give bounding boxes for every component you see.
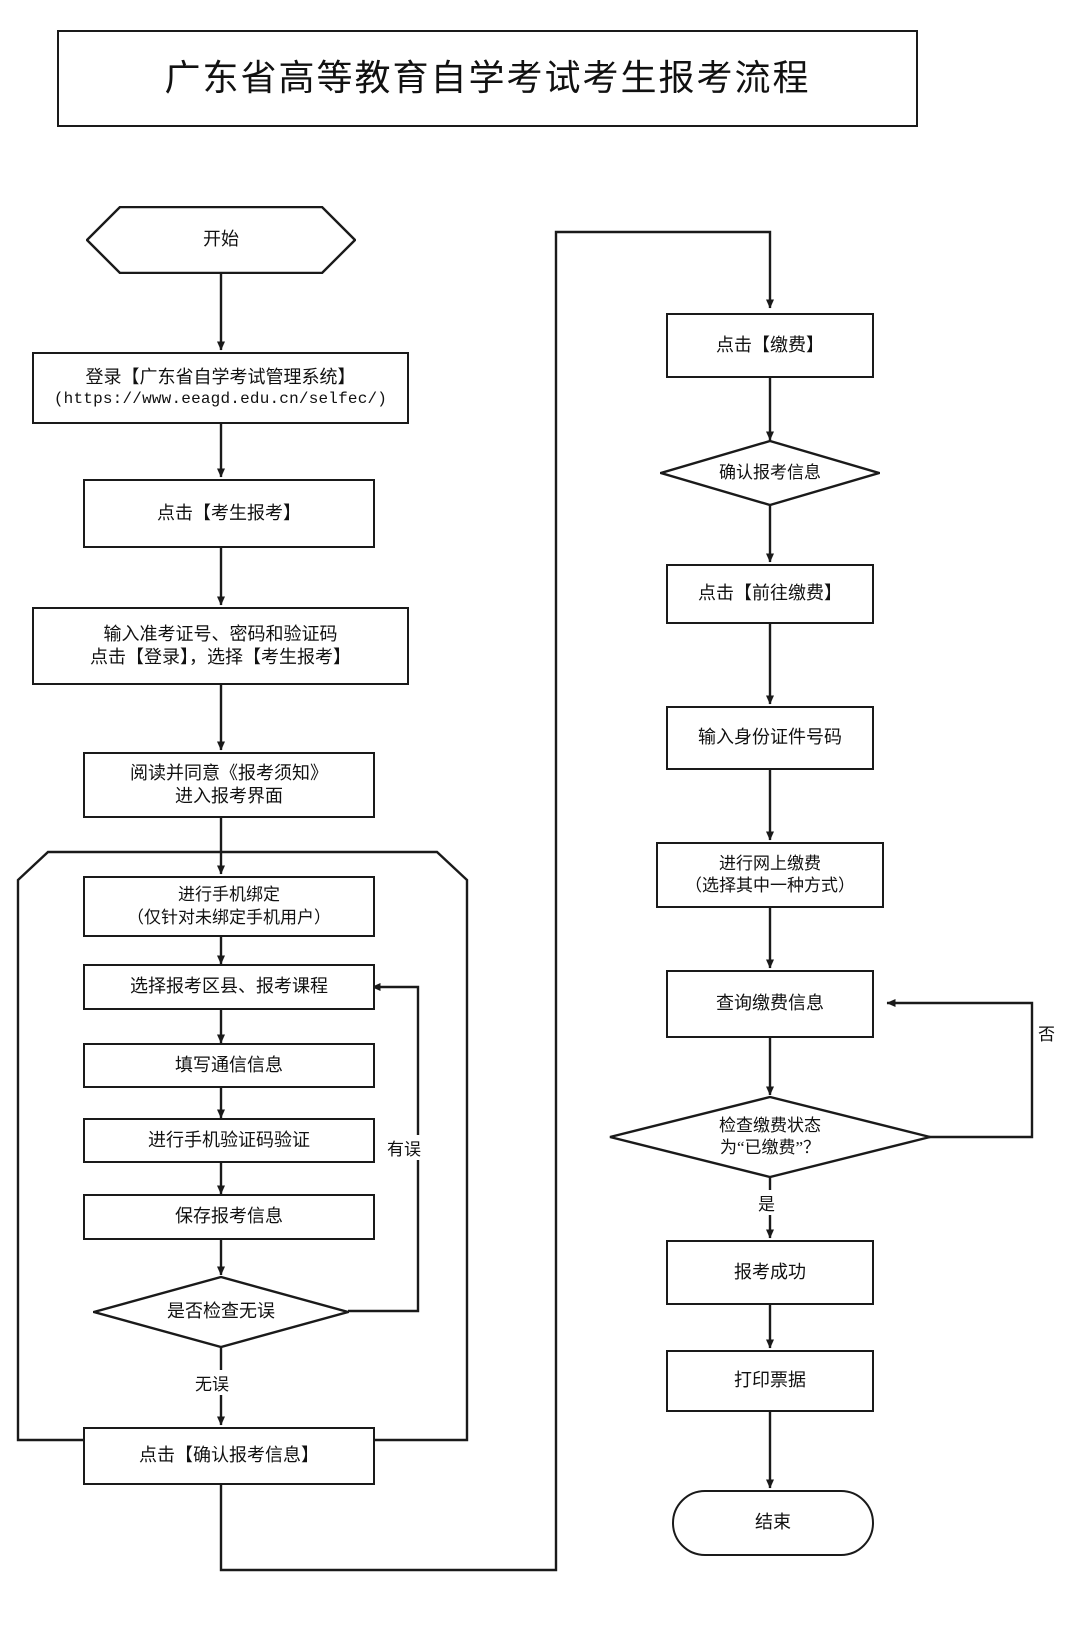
node-confirm-exam-info-label: 确认报考信息 — [719, 463, 821, 483]
node-click-baokao: 点击【考生报考】 — [83, 479, 375, 548]
node-goto-pay: 点击【前往缴费】 — [666, 564, 874, 624]
node-input-id: 输入身份证件号码 — [666, 706, 874, 770]
edge-label-no: 否 — [1036, 1020, 1057, 1045]
node-login-line1: 登录【广东省自学考试管理系统】 — [85, 366, 356, 387]
node-save-info: 保存报考信息 — [83, 1194, 375, 1240]
node-start: 开始 — [85, 205, 357, 275]
node-confirm-info: 点击【确认报考信息】 — [83, 1427, 375, 1485]
node-read-agree: 阅读并同意《报考须知》 进入报考界面 — [83, 752, 375, 818]
node-bind-phone-line1: 进行手机绑定 — [178, 885, 280, 905]
node-login: 登录【广东省自学考试管理系统】 (https://www.eeagd.edu.c… — [32, 352, 409, 424]
node-check-pay-status: 检查缴费状态 为“已缴费”？ — [609, 1095, 931, 1179]
node-input-id-label: 输入身份证件号码 — [698, 727, 842, 748]
node-success: 报考成功 — [666, 1240, 874, 1305]
edge-label-yes: 是 — [756, 1190, 777, 1215]
node-read-agree-line1: 阅读并同意《报考须知》 — [130, 762, 328, 783]
page-title-text: 广东省高等教育自学考试考生报考流程 — [164, 58, 811, 99]
node-login-url: (https://www.eeagd.edu.cn/selfec/) — [53, 390, 388, 409]
node-success-label: 报考成功 — [734, 1261, 806, 1282]
node-click-baokao-label: 点击【考生报考】 — [157, 502, 301, 523]
node-online-pay: 进行网上缴费 （选择其中一种方式） — [656, 842, 884, 908]
node-input-credentials: 输入准考证号、密码和验证码 点击【登录】，选择【考生报考】 — [32, 607, 409, 685]
node-query-pay: 查询缴费信息 — [666, 970, 874, 1038]
node-check-pay-status-line2: 为“已缴费”？ — [719, 1138, 821, 1157]
node-online-pay-line1: 进行网上缴费 — [719, 853, 821, 873]
node-goto-pay-label: 点击【前往缴费】 — [698, 583, 842, 604]
node-check-ok-label: 是否检查无误 — [167, 1301, 275, 1322]
node-end: 结束 — [672, 1490, 874, 1556]
node-select-district-course-label: 选择报考区县、报考课程 — [130, 976, 328, 997]
edge-label-error: 有误 — [385, 1135, 423, 1160]
node-select-district-course: 选择报考区县、报考课程 — [83, 964, 375, 1010]
edge-label-no-error: 无误 — [193, 1370, 231, 1395]
node-read-agree-line2: 进入报考界面 — [175, 786, 283, 806]
node-query-pay-label: 查询缴费信息 — [716, 993, 824, 1014]
node-input-credentials-line1: 输入准考证号、密码和验证码 — [103, 623, 338, 644]
node-click-pay-label: 点击【缴费】 — [716, 334, 824, 355]
node-print-receipt-label: 打印票据 — [734, 1370, 806, 1391]
diamond-shape — [656, 439, 884, 507]
diamond-shape — [609, 1095, 931, 1179]
node-bind-phone: 进行手机绑定 （仅针对未绑定手机用户） — [83, 876, 375, 937]
node-save-info-label: 保存报考信息 — [175, 1206, 283, 1227]
node-click-pay: 点击【缴费】 — [666, 313, 874, 378]
node-start-label: 开始 — [203, 229, 239, 250]
node-bind-phone-line2: （仅针对未绑定手机用户） — [127, 907, 331, 927]
node-check-ok: 是否检查无误 — [89, 1275, 353, 1349]
node-confirm-exam-info: 确认报考信息 — [656, 439, 884, 507]
node-confirm-info-label: 点击【确认报考信息】 — [139, 1445, 319, 1466]
node-end-label: 结束 — [755, 1512, 791, 1533]
node-input-credentials-line2: 点击【登录】，选择【考生报考】 — [90, 647, 351, 667]
page-title: 广东省高等教育自学考试考生报考流程 — [57, 30, 918, 127]
node-fill-contact: 填写通信信息 — [83, 1043, 375, 1088]
diamond-shape — [89, 1275, 353, 1349]
node-verify-sms: 进行手机验证码验证 — [83, 1118, 375, 1163]
hexagon-shape — [85, 205, 357, 275]
node-print-receipt: 打印票据 — [666, 1350, 874, 1412]
node-check-pay-status-line1: 检查缴费状态 — [719, 1116, 821, 1136]
node-online-pay-line2: （选择其中一种方式） — [685, 876, 855, 895]
node-verify-sms-label: 进行手机验证码验证 — [148, 1129, 310, 1150]
node-fill-contact-label: 填写通信信息 — [175, 1054, 283, 1075]
